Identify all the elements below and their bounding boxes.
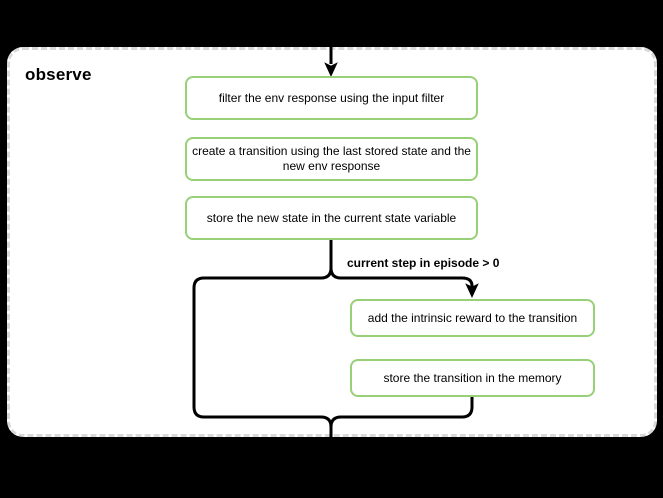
node-label: add the intrinsic reward to the transiti… bbox=[367, 310, 578, 325]
node-label: create a transition using the last store… bbox=[192, 144, 471, 173]
edge-left-bypass bbox=[192, 267, 333, 461]
group-title: observe bbox=[25, 65, 92, 84]
edge-memory-merge-out bbox=[329, 397, 474, 461]
condition-label: current step in episode > 0 bbox=[347, 256, 500, 270]
node-add-intrinsic-reward: add the intrinsic reward to the transiti… bbox=[350, 299, 595, 337]
edge-conditional-right bbox=[329, 267, 474, 287]
arrowhead-down-icon bbox=[465, 283, 479, 298]
node-label: filter the env response using the input … bbox=[218, 90, 445, 105]
node-label: store the transition in the memory bbox=[383, 370, 562, 385]
arrowhead-down-icon bbox=[324, 62, 338, 77]
node-store-transition-memory: store the transition in the memory bbox=[350, 359, 595, 397]
node-store-new-state: store the new state in the current state… bbox=[185, 196, 478, 240]
node-label: store the new state in the current state… bbox=[206, 210, 457, 225]
node-create-transition: create a transition using the last store… bbox=[185, 137, 478, 181]
node-filter-env-response: filter the env response using the input … bbox=[185, 76, 478, 120]
